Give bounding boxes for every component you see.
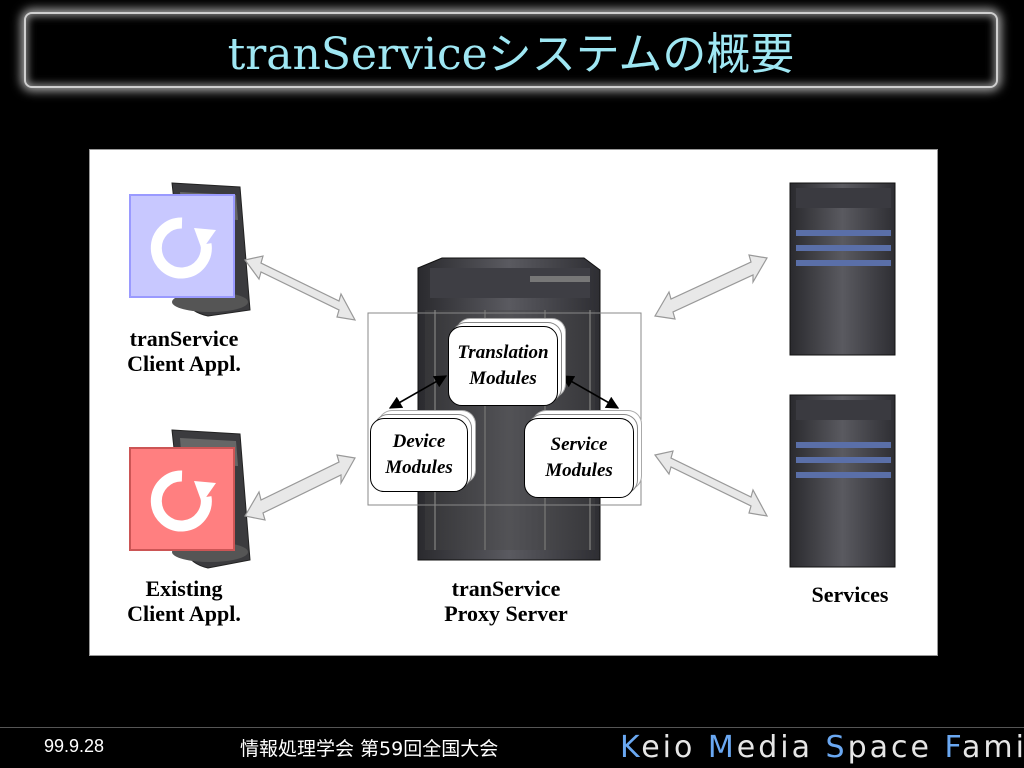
brand-segment-1: eio bbox=[641, 730, 708, 765]
service-modules-box: Service Modules bbox=[524, 418, 634, 498]
device-label-line1: Device bbox=[392, 431, 446, 452]
client-existing-label-line1: Existing bbox=[145, 576, 223, 601]
services-label: Services bbox=[811, 582, 889, 607]
footer-date: 99.9.28 bbox=[44, 736, 105, 756]
service-server-top bbox=[789, 182, 896, 356]
arrow-client-existing-proxy bbox=[244, 454, 356, 521]
device-modules-box: Device Modules bbox=[370, 418, 468, 492]
service-server-bottom bbox=[789, 394, 896, 568]
footer-divider bbox=[0, 727, 1024, 728]
service-label-line1: Service bbox=[550, 434, 608, 455]
translation-label-line1: Translation bbox=[457, 342, 549, 363]
proxy-server-label: tranService Proxy Server bbox=[416, 576, 596, 626]
translation-modules-box: Translation Modules bbox=[448, 326, 558, 406]
brand-segment-4: S bbox=[825, 730, 848, 765]
slide-title: tranServiceシステムの概要 bbox=[227, 29, 795, 80]
service-label-line2: Modules bbox=[545, 460, 613, 481]
brand-segment-7: amily bbox=[962, 730, 1024, 765]
proxy-label-line2: Proxy Server bbox=[444, 601, 568, 626]
client-new-label: tranService Client Appl. bbox=[102, 326, 266, 376]
device-label-line2: Modules bbox=[385, 457, 453, 478]
title-banner: tranServiceシステムの概要 bbox=[24, 12, 998, 88]
proxy-server-image bbox=[417, 257, 601, 561]
existing-app-icon bbox=[129, 447, 235, 551]
client-existing-label-line2: Client Appl. bbox=[127, 601, 241, 626]
translation-label-line2: Modules bbox=[469, 368, 537, 389]
brand-segment-6: F bbox=[944, 730, 963, 765]
diagram-panel: tranService Client Appl. Existing Client… bbox=[89, 149, 938, 656]
proxy-label-line1: tranService bbox=[451, 576, 561, 601]
brand-segment-3: edia bbox=[736, 730, 826, 765]
brand-segment-5: pace bbox=[847, 730, 945, 765]
footer-conference: 情報処理学会 第59回全国大会 bbox=[240, 738, 499, 760]
client-new-label-line2: Client Appl. bbox=[127, 351, 241, 376]
client-new-label-line1: tranService bbox=[129, 326, 239, 351]
arrow-proxy-service-top bbox=[654, 254, 768, 320]
client-existing-label: Existing Client Appl. bbox=[102, 576, 266, 626]
arrow-proxy-service-bottom bbox=[653, 450, 769, 517]
arrow-translation-device bbox=[388, 375, 448, 409]
modules-frame bbox=[367, 312, 642, 506]
footer-brand-logo: Keio Media Space Family bbox=[620, 730, 1024, 765]
brand-segment-0: K bbox=[620, 730, 642, 765]
arrow-translation-service bbox=[560, 375, 620, 409]
arrow-client-new-proxy bbox=[243, 255, 357, 321]
brand-segment-2: M bbox=[707, 730, 737, 765]
transervice-app-icon bbox=[129, 194, 235, 298]
